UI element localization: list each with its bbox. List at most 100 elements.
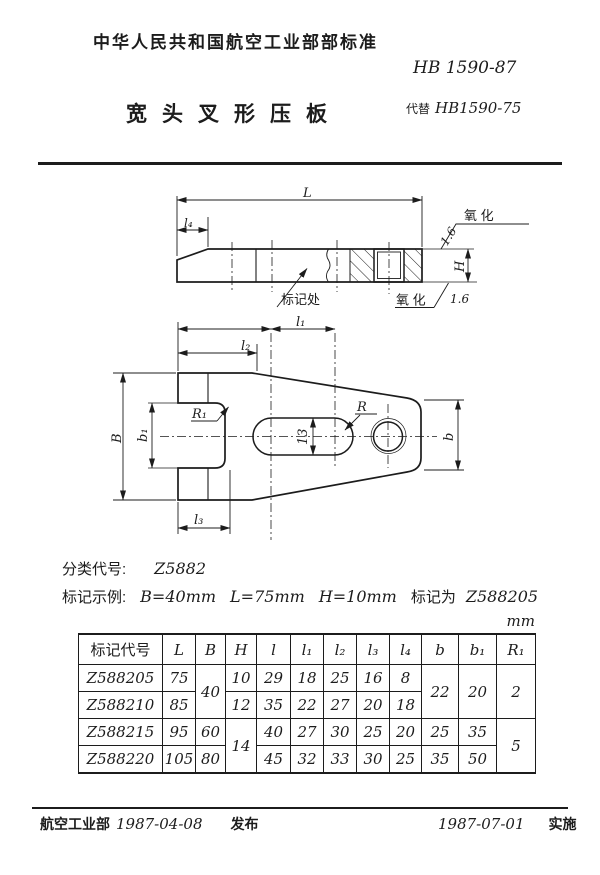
table-cell: 29 — [256, 664, 291, 692]
table-cell: Z588215 — [78, 718, 163, 746]
supersedes-label: 代替 — [406, 102, 431, 116]
hatch-right — [404, 249, 422, 282]
table-cell: 40 — [195, 664, 226, 719]
mark-spot-label: 标记处 — [281, 292, 320, 307]
header-divider — [38, 162, 562, 165]
hole-chamfer — [377, 251, 401, 279]
side-centerlines — [231, 240, 390, 294]
dim-label-slot-width: 13 — [296, 428, 311, 445]
table-cell: 16 — [356, 664, 390, 692]
supersedes-code: HB1590-75 — [435, 99, 522, 117]
example-code: Z588205 — [465, 587, 539, 606]
technical-drawing: L l₄ H 氧 化 1.6 氧 化 1.6 标记处 — [110, 186, 529, 540]
roughness-top: 1.6 — [438, 224, 460, 248]
table-cell: 60 — [195, 718, 226, 746]
table-cell: 20 — [458, 664, 497, 719]
table-cell: 35 — [256, 691, 291, 719]
table-cell: 18 — [290, 664, 324, 692]
col-header: L — [162, 633, 196, 665]
table-cell: 30 — [356, 745, 390, 774]
example-H: H=10mm — [318, 587, 397, 606]
col-header: b₁ — [458, 633, 497, 665]
supersedes-note: 代替 HB1590-75 — [406, 99, 521, 117]
plan-dimensions — [113, 322, 464, 534]
example-B: B=40mm — [140, 587, 217, 606]
table-cell: 22 — [290, 691, 324, 719]
dim-label-R1: R₁ — [191, 407, 207, 422]
dim-label-b: b — [442, 433, 457, 441]
col-header: B — [195, 633, 226, 665]
col-header: H — [225, 633, 257, 665]
table-cell: 18 — [389, 691, 422, 719]
table-cell: 75 — [162, 664, 196, 692]
table-cell: Z588220 — [78, 745, 163, 774]
example-label: 标记示例: — [62, 589, 127, 606]
table-cell: 14 — [225, 718, 257, 774]
footer-issue-date: 1987-04-08 — [116, 815, 203, 833]
col-header: l₄ — [389, 633, 422, 665]
side-outline — [176, 248, 423, 283]
table-cell: 35 — [421, 745, 459, 774]
table-cell: 50 — [458, 745, 497, 774]
dim-label-L: L — [302, 186, 312, 201]
table-row: Z588205 75 40 10 29 18 25 16 8 22 20 2 — [78, 664, 536, 719]
plan-view: l₁ l₂ B b₁ R₁ l₃ b R 13 — [110, 315, 464, 540]
table-cell: Z588205 — [78, 664, 163, 692]
table-cell: 25 — [389, 745, 422, 774]
table-cell: 80 — [195, 745, 226, 774]
example-L: L=75mm — [230, 587, 305, 606]
table-cell: 40 — [256, 718, 291, 746]
hatch-left — [350, 249, 374, 282]
footer-issue-label: 发布 — [230, 816, 259, 832]
col-header: l₃ — [356, 633, 390, 665]
table-cell: 27 — [290, 718, 324, 746]
table-cell: 12 — [225, 691, 257, 719]
break-line — [326, 248, 331, 283]
dim-label-l4: l₄ — [184, 216, 193, 230]
standard-org-title: 中华人民共和国航空工业部部标准 — [93, 33, 378, 52]
side-dimensions — [176, 196, 529, 308]
table-cell: 32 — [290, 745, 324, 774]
table-cell: 33 — [323, 745, 357, 774]
col-header: b — [421, 633, 459, 665]
col-header: l₁ — [290, 633, 324, 665]
col-header: l₂ — [323, 633, 357, 665]
dim-label-l1: l₁ — [296, 315, 305, 330]
roughness-bottom: 1.6 — [450, 292, 469, 306]
dimension-table: 标记代号 L B H l l₁ l₂ l₃ l₄ b b₁ R₁ Z588205… — [78, 633, 536, 774]
footer-org: 航空工业部 — [40, 816, 110, 832]
oxidize-note-top: 氧 化 — [464, 208, 494, 223]
dim-label-B: B — [110, 433, 125, 444]
table-cell: 35 — [458, 718, 497, 746]
example-suffix: 标记为 — [410, 589, 456, 606]
table-cell: 5 — [496, 718, 536, 774]
table-cell: 2 — [496, 664, 536, 719]
table-cell: 25 — [421, 718, 459, 746]
dim-label-H: H — [453, 260, 468, 273]
dim-label-b1: b₁ — [136, 428, 151, 442]
marking-example-line: 标记示例: B=40mm L=75mm H=10mm 标记为 Z588205 — [62, 586, 538, 607]
table-cell: 25 — [323, 664, 357, 692]
classification-label: 分类代号: — [62, 561, 127, 578]
dim-label-R: R — [356, 400, 367, 415]
table-cell: 45 — [256, 745, 291, 774]
classification-line: 分类代号:Z5882 — [62, 558, 206, 579]
table-cell: 27 — [323, 691, 357, 719]
footer-divider — [32, 807, 568, 809]
table-cell: 95 — [162, 718, 196, 746]
table-cell: 105 — [162, 745, 196, 774]
plan-centerlines — [160, 333, 437, 540]
table-cell: 20 — [389, 718, 422, 746]
table-unit-label: mm — [506, 612, 535, 630]
table-cell: 20 — [356, 691, 390, 719]
table-cell: 85 — [162, 691, 196, 719]
table-row: Z588215 95 60 14 40 27 30 25 20 25 35 5 — [78, 718, 536, 774]
table-cell: 25 — [356, 718, 390, 746]
table-cell: 8 — [389, 664, 422, 692]
hole-section — [373, 248, 405, 283]
table-header-row: 标记代号 L B H l l₁ l₂ l₃ l₄ b b₁ R₁ — [78, 633, 536, 665]
document-title: 宽头叉形压板 — [126, 103, 342, 126]
footer-impl-date: 1987-07-01 — [438, 815, 525, 833]
table-cell: 30 — [323, 718, 357, 746]
